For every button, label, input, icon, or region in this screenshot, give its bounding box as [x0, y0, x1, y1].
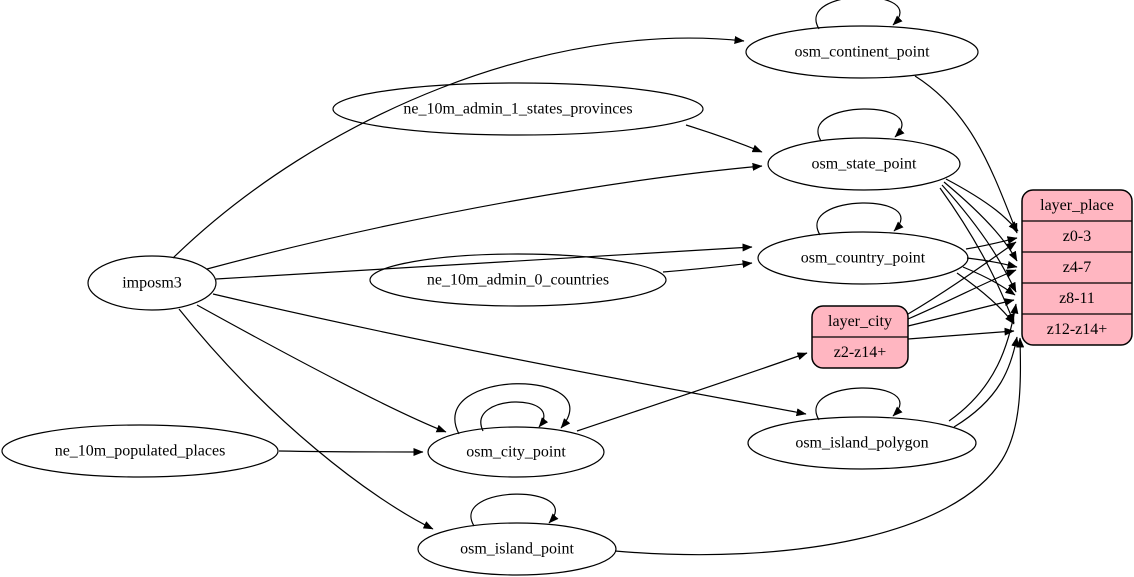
node-osm-country-point: osm_country_point [757, 231, 969, 285]
edge-imposm3-to-osm-state-point [206, 162, 763, 270]
node-layer-place: layer_place z0-3 z4-7 z8-11 z12-z14+ [1021, 189, 1133, 346]
edge-imposm3-to-osm-island-point [178, 308, 434, 530]
self-loop-osm-country-point-to-osm-country-point [816, 202, 904, 236]
table-label: osm_island_polygon [795, 435, 928, 452]
table-label: ne_10m_admin_1_states_provinces [403, 101, 632, 118]
node-osm-island-polygon: osm_island_polygon [747, 416, 977, 470]
node-imposm3: imposm3 [87, 255, 217, 311]
record-row-label: z0-3 [1063, 228, 1091, 245]
table-shape [747, 416, 977, 470]
edge-ne-10m-admin-1-states-provinces-to-osm-state-point [685, 124, 763, 153]
table-label: osm_continent_point [794, 44, 930, 61]
self-loop-osm-city-point-to-osm-city-point [454, 383, 571, 435]
edge-osm-continent-point-to-layer-place-z0-3 [914, 75, 1018, 234]
edge-osm-state-point-to-layer-place-z12-z14- [939, 187, 1015, 324]
record-row-label: z12-z14+ [1047, 321, 1108, 338]
edge-osm-state-point-to-layer-place-z4-7 [943, 181, 1018, 262]
table-label: ne_10m_populated_places [55, 443, 226, 460]
edge-imposm3-to-osm-continent-point [172, 36, 745, 259]
node-osm-state-point: osm_state_point [767, 137, 961, 191]
node-osm-continent-point: osm_continent_point [745, 25, 979, 79]
table-label: osm_state_point [812, 156, 917, 173]
edge-osm-country-point-to-layer-place-z4-7 [966, 257, 1018, 269]
table-label: imposm3 [122, 275, 182, 292]
edge-imposm3-to-osm-island-polygon [212, 293, 807, 417]
self-loop-osm-island-point-to-osm-island-point [470, 493, 559, 527]
node-ne-10m-admin-0-countries: ne_10m_admin_0_countries [369, 253, 667, 307]
node-osm-city-point: osm_city_point [427, 426, 605, 478]
node-ne-10m-admin-1-states-provinces: ne_10m_admin_1_states_provinces [332, 82, 704, 136]
table-shape [1, 424, 279, 478]
table-shape [767, 137, 961, 191]
edge-imposm3-to-osm-city-point [196, 304, 447, 433]
node-osm-island-point: osm_island_point [417, 522, 617, 576]
node-ne-10m-populated-places: ne_10m_populated_places [1, 424, 279, 478]
table-label: osm_island_point [460, 541, 574, 558]
table-shape [369, 253, 667, 307]
self-loop-osm-island-polygon-to-osm-island-polygon [815, 387, 903, 421]
self-loop-osm-state-point-to-osm-state-point [817, 108, 905, 142]
table-label: ne_10m_admin_0_countries [427, 272, 609, 289]
record-title: layer_place [1040, 197, 1114, 214]
record-row-label: z2-z14+ [834, 344, 887, 361]
edge-osm-island-polygon-to-layer-place-z12-z14- [953, 336, 1020, 428]
edge-osm-state-point-to-layer-place-z8-11 [941, 184, 1017, 293]
edge-osm-island-polygon-to-layer-place-z8-11 [948, 303, 1019, 422]
table-shape [332, 82, 704, 136]
edge-layer-city-to-layer-place-z12-z14- [907, 327, 1015, 340]
node-layer-city: layer_city z2-z14+ [811, 305, 909, 369]
nodes-layer: imposm3 ne_10m_admin_1_states_provincesne… [1, 25, 1133, 576]
record-title: layer_city [828, 313, 892, 330]
table-shape [87, 255, 217, 311]
self-loop-osm-continent-point-to-osm-continent-point [815, 0, 903, 30]
edge-layer-city-to-layer-place-z0-3 [907, 241, 1017, 315]
self-loop-osm-city-point-to-osm-city-point [480, 401, 549, 432]
edge-osm-country-point-to-layer-place-z0-3 [965, 236, 1018, 250]
table-shape [427, 426, 605, 478]
record-row-label: z4-7 [1063, 259, 1091, 276]
edge-osm-state-point-to-layer-place-z0-3 [945, 178, 1019, 232]
edge-osm-city-point-to-layer-city-z2-z14- [576, 352, 808, 432]
table-shape [745, 25, 979, 79]
edge-osm-country-point-to-layer-place-z12-z14- [956, 272, 1015, 325]
table-shape [417, 522, 617, 576]
edge-layer-city-to-layer-place-z4-7 [907, 269, 1017, 320]
edge-ne-10m-admin-0-countries-to-osm-country-point [662, 260, 753, 273]
edge-osm-island-point-to-layer-place-z12-z14- [614, 337, 1025, 556]
table-label: osm_city_point [466, 444, 566, 461]
record-row-label: z8-11 [1059, 290, 1095, 307]
table-label: osm_country_point [801, 250, 926, 267]
record-shape [1021, 189, 1133, 346]
edge-layer-city-to-layer-place-z8-11 [907, 298, 1015, 327]
edges-layer [172, 0, 1025, 556]
edge-ne-10m-populated-places-to-osm-city-point [278, 447, 424, 456]
edge-osm-country-point-to-layer-place-z8-11 [962, 266, 1016, 296]
